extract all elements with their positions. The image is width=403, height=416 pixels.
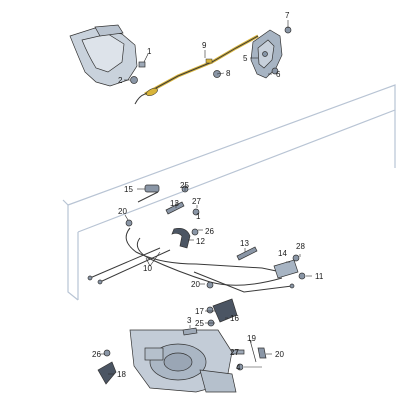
callout-13-left: 13: [170, 199, 179, 208]
callout-5: 5: [243, 54, 248, 63]
cable-guides: [144, 184, 306, 280]
caliper-brackets: [97, 298, 267, 385]
callout-numbers: 7 9 1 5 8 6 2 15 25 27 13 20 1 26 12 13 …: [92, 11, 324, 379]
callout-20-right: 20: [275, 350, 284, 359]
callout-19: 19: [247, 334, 256, 343]
lever-bracket: [250, 29, 283, 79]
callout-25-top: 25: [180, 181, 189, 190]
callout-11: 11: [315, 272, 324, 281]
callout-27-top: 27: [192, 197, 201, 206]
callout-17: 17: [195, 307, 204, 316]
handbrake-cover: [69, 24, 138, 87]
callout-1-mid: 1: [196, 212, 201, 221]
callout-9: 9: [202, 41, 207, 50]
callout-4: 4: [236, 363, 241, 372]
callout-15: 15: [124, 185, 133, 194]
callout-25-bottom: 25: [195, 319, 204, 328]
callout-28: 28: [296, 242, 305, 251]
callout-14: 14: [278, 249, 287, 258]
callout-18: 18: [117, 370, 126, 379]
callout-3: 3: [187, 316, 192, 325]
callout-10: 10: [143, 264, 152, 273]
perspective-frame: [62, 84, 396, 301]
small-fasteners-bottom: [103, 185, 300, 371]
rear-axle: [129, 329, 237, 393]
callout-20-left: 20: [118, 207, 127, 216]
rear-cables: [87, 191, 295, 293]
callout-6: 6: [276, 70, 281, 79]
small-fasteners-top: [130, 26, 292, 84]
callout-20-mid: 20: [191, 280, 200, 289]
callout-2: 2: [118, 76, 123, 85]
callout-26-top: 26: [205, 227, 214, 236]
callout-27-bottom: 27: [230, 348, 239, 357]
leader-lines: [100, 20, 312, 375]
callout-16: 16: [230, 314, 239, 323]
callout-8: 8: [226, 69, 231, 78]
callout-12: 12: [196, 237, 205, 246]
callout-26-bottom: 26: [92, 350, 101, 359]
callout-7: 7: [285, 11, 290, 20]
handbrake-cable-front: [134, 34, 259, 105]
callout-13-right: 13: [240, 239, 249, 248]
callout-1-top: 1: [147, 47, 152, 56]
